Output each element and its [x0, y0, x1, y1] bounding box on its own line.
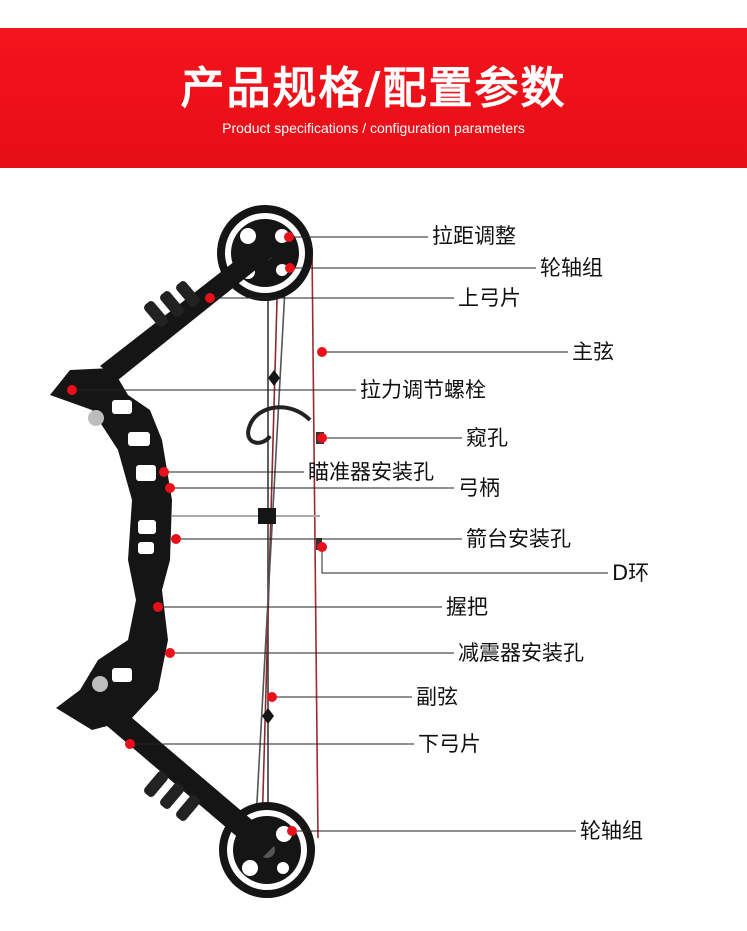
- label-cam-axle-top: 轮轴组: [540, 256, 603, 280]
- label-grip: 握把: [446, 595, 488, 619]
- label-lower-limb: 下弓片: [418, 732, 481, 756]
- marker-draw-length: [284, 232, 294, 242]
- marker-lower-limb: [125, 739, 135, 749]
- lower-limb-shape: [100, 706, 278, 858]
- upper-limb-shape: [100, 240, 278, 380]
- label-draw-weight-bolt: 拉力调节螺栓: [360, 378, 486, 402]
- riser-shape: [50, 368, 172, 730]
- marker-main-string: [317, 347, 327, 357]
- bow-strings: [255, 247, 319, 839]
- label-peep-hole: 窥孔: [466, 426, 508, 450]
- marker-stabilizer: [165, 648, 175, 658]
- label-cable: 副弦: [416, 685, 458, 709]
- marker-riser: [165, 483, 175, 493]
- marker-rest: [171, 534, 181, 544]
- label-draw-length-adjust: 拉距调整: [432, 224, 516, 248]
- marker-grip: [153, 602, 163, 612]
- label-upper-limb: 上弓片: [458, 286, 521, 310]
- callout-markers: [67, 232, 327, 836]
- label-cam-axle-bottom: 轮轴组: [580, 819, 643, 843]
- marker-upper-limb: [205, 293, 215, 303]
- label-arrow-rest-hole: 箭台安装孔: [466, 527, 571, 551]
- cable-line-c: [255, 269, 287, 821]
- marker-d-loop: [317, 542, 327, 552]
- marker-cam-bottom: [287, 826, 297, 836]
- cable-line-b: [261, 264, 279, 831]
- marker-cable: [267, 692, 277, 702]
- header-banner: [0, 28, 747, 168]
- marker-peep: [317, 433, 327, 443]
- marker-sight: [159, 467, 169, 477]
- callout-lines: [72, 236, 608, 832]
- label-sight-mount-hole: 瞄准器安装孔: [308, 460, 434, 484]
- page-subtitle: Product specifications / configuration p…: [222, 120, 525, 136]
- label-stabilizer-hole: 减震器安装孔: [458, 641, 584, 665]
- label-riser: 弓柄: [458, 476, 500, 500]
- accessories: [172, 370, 324, 724]
- marker-cam-top: [285, 263, 295, 273]
- marker-bolt: [67, 385, 77, 395]
- main-string-line: [311, 247, 319, 839]
- page-title: 产品规格/配置参数: [180, 63, 567, 114]
- label-main-string: 主弦: [572, 340, 614, 364]
- label-d-loop: D环: [612, 561, 650, 585]
